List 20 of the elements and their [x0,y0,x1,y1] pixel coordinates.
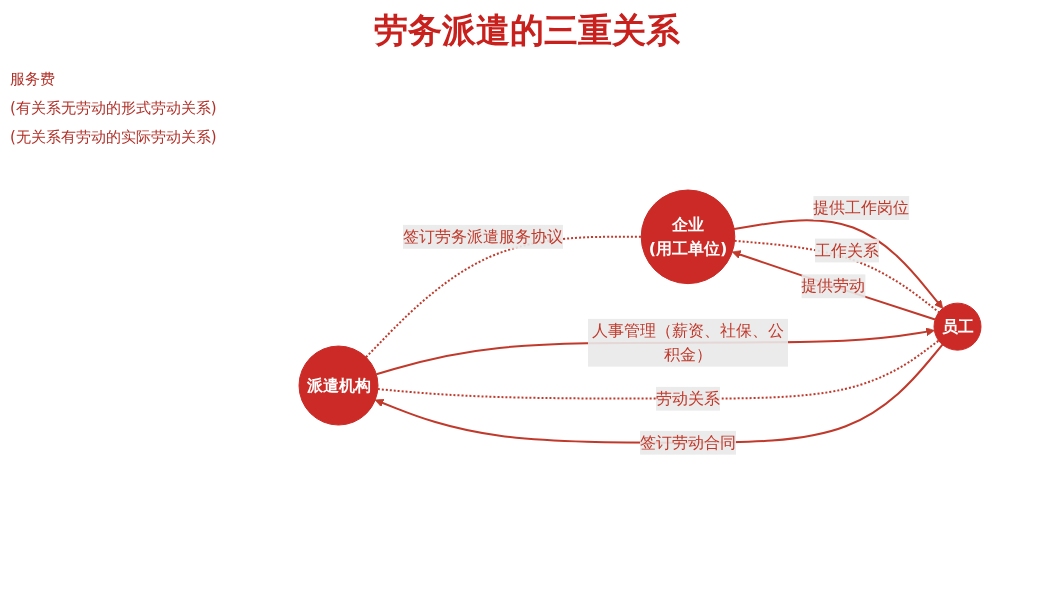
edge-label: 劳动关系 [656,388,720,408]
connector [376,339,940,400]
edge-label: 人事管理（薪资、社保、公积金） [592,320,784,364]
note-text: 服务费 [10,70,56,89]
node-circle: 员工 [933,302,982,351]
edge-label: 签订劳务派遣服务协议 [403,227,563,246]
connector [733,240,940,314]
edge-label: 提供劳动 [801,276,866,296]
arrow [733,219,944,309]
note-text: (无关系有劳动的实际劳动关系) [10,128,218,147]
arrow [731,250,937,321]
arrow [374,343,944,444]
connector [365,236,643,359]
node-circle: 企业 (用工单位) [640,189,736,285]
edge-label: 提供工作岗位 [813,198,910,218]
note-text: (有关系无劳动的形式劳动关系) [10,99,218,118]
node-circle: 派遣机构 [298,345,379,426]
diagram-title: 劳务派遣的三重关系 [373,9,681,52]
edge-label: 签订劳动合同 [640,432,736,452]
edge-label: 工作关系 [814,240,879,260]
